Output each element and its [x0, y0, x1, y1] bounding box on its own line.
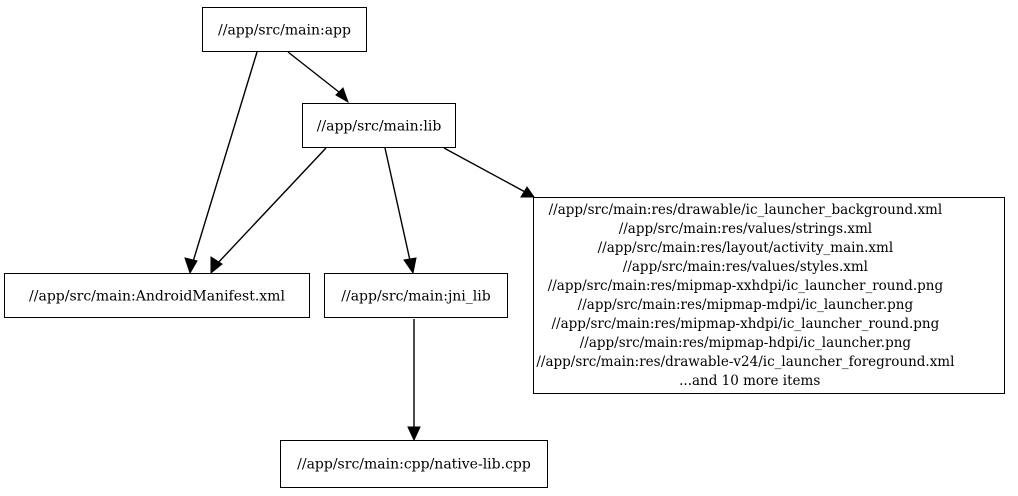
res-line-2: //app/src/main:res/layout/activity_main.…	[598, 240, 894, 256]
node-manifest-box[interactable]	[4, 273, 310, 318]
res-line-9: ...and 10 more items	[679, 373, 820, 389]
node-app[interactable]: //app/src/main:app	[202, 7, 367, 52]
edge-jni-lib-to-native-lib	[407, 319, 421, 442]
res-line-8: //app/src/main:res/drawable-v24/ic_launc…	[536, 354, 954, 370]
res-line-4: //app/src/main:res/mipmap-xxhdpi/ic_laun…	[548, 278, 944, 294]
edge-lib-to-manifest	[210, 147, 327, 275]
node-res-group-box[interactable]	[533, 197, 1005, 394]
node-app-label: //app/src/main:app	[218, 23, 351, 39]
node-jni-lib-label: //app/src/main:jni_lib	[341, 289, 490, 305]
res-line-0: //app/src/main:res/drawable/ic_launcher_…	[549, 202, 943, 218]
node-native-lib[interactable]: //app/src/main:cpp/native-lib.cpp	[280, 440, 548, 488]
edge-lib-to-res-group	[443, 147, 535, 198]
res-line-1: //app/src/main:res/values/strings.xml	[619, 221, 872, 237]
node-jni-lib-box[interactable]	[324, 273, 508, 318]
node-native-lib-label: //app/src/main:cpp/native-lib.cpp	[297, 457, 531, 473]
node-res-group-label: //app/src/main:res/drawable/ic_launcher_…	[536, 202, 1001, 389]
res-line-7: //app/src/main:res/mipmap-hdpi/ic_launch…	[580, 335, 912, 351]
edge-lib-to-jni-lib	[384, 147, 417, 275]
node-lib-box[interactable]	[302, 103, 456, 148]
res-line-3: //app/src/main:res/values/styles.xml	[623, 259, 868, 275]
res-line-5: //app/src/main:res/mipmap-mdpi/ic_launch…	[578, 297, 914, 313]
node-res-group[interactable]: //app/src/main:res/drawable/ic_launcher_…	[533, 197, 1005, 394]
node-layer: //app/src/main:app //app/src/main:lib //…	[4, 7, 1005, 488]
node-lib[interactable]: //app/src/main:lib	[302, 103, 456, 148]
node-app-box[interactable]	[202, 7, 367, 52]
node-manifest[interactable]: //app/src/main:AndroidManifest.xml	[4, 273, 310, 318]
node-lib-label: //app/src/main:lib	[317, 119, 442, 135]
node-manifest-label: //app/src/main:AndroidManifest.xml	[29, 289, 285, 305]
node-native-lib-box[interactable]	[280, 440, 548, 488]
res-line-6: //app/src/main:res/mipmap-xhdpi/ic_launc…	[551, 316, 939, 332]
edge-layer	[184, 51, 535, 442]
edge-app-to-lib	[287, 51, 349, 104]
edge-app-to-manifest	[184, 51, 258, 275]
node-jni-lib[interactable]: //app/src/main:jni_lib	[324, 273, 508, 318]
